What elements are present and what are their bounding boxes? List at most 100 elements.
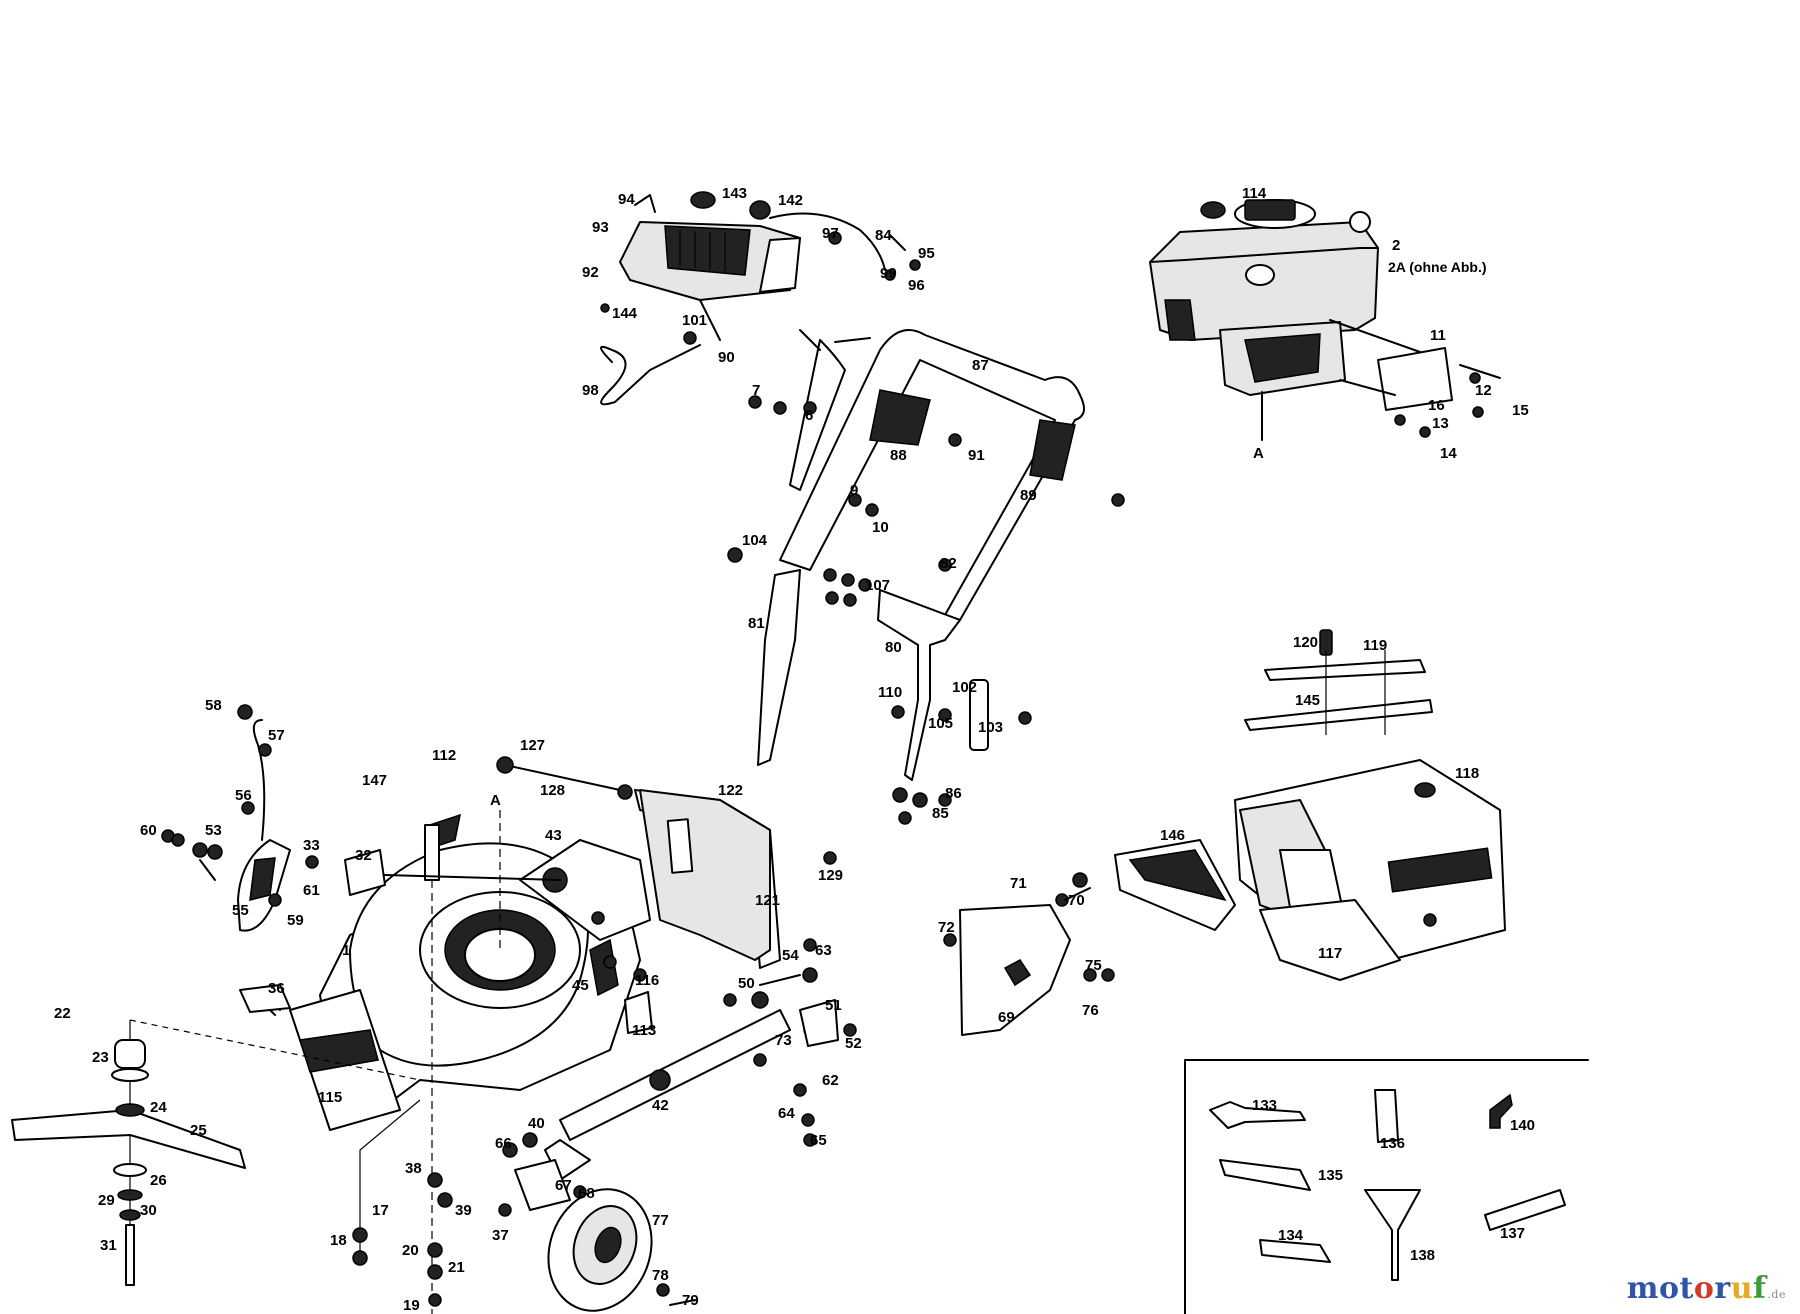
part-number-label: 128 [540,782,565,799]
part-number-label: 10 [872,519,889,536]
part-number-label: 63 [815,942,832,959]
engine-note: 2A (ohne Abb.) [1388,259,1487,275]
part-number-label: 129 [818,867,843,884]
part-number-label: 76 [1082,1002,1099,1019]
part-number-label: 26 [150,1172,167,1189]
part-number-label: 144 [612,305,638,322]
part-number-label: 43 [545,827,562,844]
part-number-label: 1 [342,942,350,959]
watermark-letter: o [1659,1271,1680,1306]
part-number-label: 145 [1295,692,1320,709]
part-number-label: 70 [1068,892,1085,909]
part-number-label: 146 [1160,827,1185,844]
part-number-label: 115 [318,1089,342,1106]
assembly-marker-deck: A [490,792,501,809]
part-number-label: 12 [1475,382,1492,399]
part-number-label: 112 [432,747,456,764]
part-number-label: 127 [520,737,545,754]
part-number-label: 16 [1428,397,1445,414]
part-number-label: 64 [778,1105,795,1122]
part-number-label: 7 [752,382,760,399]
part-number-label: 119 [1363,637,1387,654]
part-number-label: 56 [235,787,252,804]
part-number-label: 36 [268,980,285,997]
part-number-label: 137 [1500,1225,1525,1242]
part-number-label: 81 [748,615,765,632]
part-number-label: 103 [978,719,1003,736]
part-number-label: 54 [782,947,799,964]
wheel-blade-assembly [11,1039,696,1312]
part-number-label: 80 [885,639,902,656]
part-number-label: 82 [940,555,957,572]
part-number-label: 120 [1293,634,1318,651]
part-number-label: 101 [682,312,707,329]
control-panel-assembly [600,191,921,406]
part-number-label: 22 [54,1005,71,1022]
assembly-marker-engine: A [1253,445,1264,462]
part-number-label: 93 [592,219,609,236]
part-number-label: 94 [618,191,635,208]
part-number-labels: 1267910111213141516171819202122232425262… [54,185,1535,1314]
part-number-label: 88 [890,447,907,464]
part-number-label: 18 [330,1232,347,1249]
part-number-label: 29 [98,1192,115,1209]
part-number-label: 117 [1318,945,1342,962]
part-number-label: 51 [825,997,842,1014]
part-number-label: 118 [1455,765,1479,782]
height-adjuster-assembly [161,704,561,932]
engine-assembly [1149,199,1501,441]
part-number-label: 142 [778,192,803,209]
part-number-label: 107 [865,577,890,594]
part-number-label: 77 [652,1212,669,1229]
part-number-label: 69 [998,1009,1015,1026]
part-number-label: 138 [1410,1247,1435,1264]
part-number-label: 40 [528,1115,545,1132]
part-number-label: 86 [945,785,962,802]
part-number-label: 55 [232,902,249,919]
part-number-label: 30 [140,1202,157,1219]
part-number-label: 92 [582,264,599,281]
part-number-label: 59 [287,912,304,929]
part-number-label: 78 [652,1267,669,1284]
part-number-label: 20 [402,1242,419,1259]
part-number-label: 102 [952,679,977,696]
part-number-label: 104 [742,532,768,549]
part-number-label: 122 [718,782,743,799]
part-number-label: 143 [722,185,747,202]
part-number-label: 15 [1512,402,1529,419]
mower-deck-assembly [129,810,651,1314]
part-number-label: 38 [405,1160,422,1177]
watermark-letter: f [1753,1271,1767,1306]
part-number-label: 140 [1510,1117,1535,1134]
part-number-label: 72 [938,919,955,936]
part-number-label: 96 [908,277,925,294]
handle-assembly [727,329,1125,825]
part-number-label: 52 [845,1035,862,1052]
watermark-letter: t [1679,1271,1694,1306]
part-number-label: 23 [92,1049,109,1066]
side-discharge-assembly [943,872,1115,1036]
part-number-label: 53 [205,822,222,839]
grass-catcher-assembly [1114,629,1506,981]
part-number-label: 110 [878,684,902,701]
part-number-label: 42 [652,1097,669,1114]
part-number-label: 85 [932,805,949,822]
part-number-label: 84 [875,227,892,244]
part-number-label: 25 [190,1122,207,1139]
part-number-label: 79 [682,1292,699,1309]
part-number-label: 32 [355,847,372,864]
watermark-letter: r [1714,1271,1731,1306]
part-number-label: 14 [1440,445,1457,462]
watermark-letter: u [1730,1271,1754,1306]
part-number-label: 114 [1242,185,1267,202]
part-number-label: 13 [1432,415,1449,432]
part-number-label: 105 [928,715,953,732]
part-number-label: 116 [635,972,659,989]
part-number-label: 19 [403,1297,420,1314]
part-number-label: 89 [1020,487,1037,504]
part-number-label: 17 [372,1202,389,1219]
part-number-label: 113 [632,1022,656,1039]
part-number-label: 45 [572,977,589,994]
part-number-label: 68 [578,1185,595,1202]
part-number-label: 75 [1085,957,1102,974]
